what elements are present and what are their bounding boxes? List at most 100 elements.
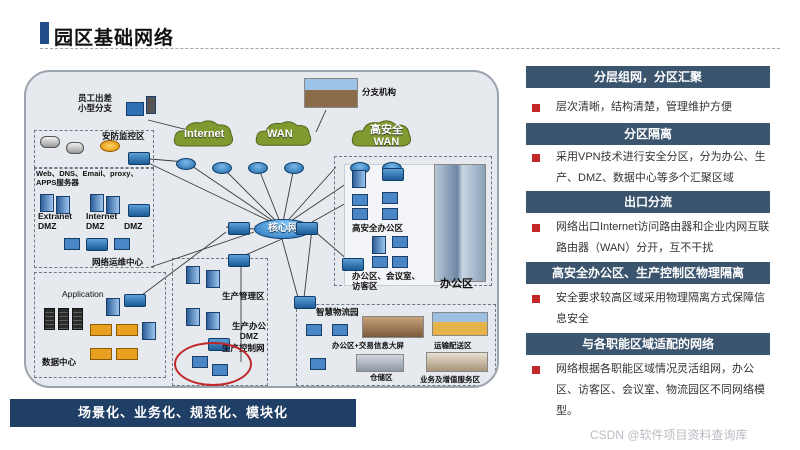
wan-router-2-icon xyxy=(284,162,304,174)
title-accent-bar xyxy=(40,22,49,44)
storage-4-icon xyxy=(116,348,138,360)
extranet-server-icon xyxy=(40,194,54,212)
ptz-camera-icon xyxy=(66,142,84,154)
prod-mgmt-server-2-icon xyxy=(206,270,220,288)
internet-server-2-icon xyxy=(106,196,120,214)
prod-mgmt-label: 生产管理区 xyxy=(222,291,265,301)
remote-worker-label: 员工出差 小型分支 xyxy=(78,93,113,113)
app-server-icon xyxy=(106,298,120,316)
office-server-1-icon xyxy=(352,170,366,188)
internet-server-icon xyxy=(90,194,104,212)
office-server-2-icon xyxy=(372,236,386,254)
business-service-label: 业务及增值服务区 xyxy=(420,375,480,384)
data-center-zone xyxy=(34,272,166,378)
rack-2-icon xyxy=(58,308,69,330)
office-pc-7-icon xyxy=(392,256,408,268)
data-center-label: 数据中心 xyxy=(42,357,77,367)
branch-label: 分支机构 xyxy=(362,87,397,97)
ops-pc-2-icon xyxy=(114,238,130,250)
office-switch-1-icon xyxy=(382,168,404,181)
camera-icon xyxy=(40,136,60,148)
extranet-server-2-icon xyxy=(56,196,70,214)
netops-center-label: 网络运维中心 xyxy=(92,257,144,267)
rack-1-icon xyxy=(44,308,55,330)
wan-cloud xyxy=(255,121,312,146)
logistics-pc-2-icon xyxy=(332,324,348,336)
office-pc-6-icon xyxy=(372,256,388,268)
application-label: Application xyxy=(62,289,104,299)
dc-switch-1-icon xyxy=(124,294,146,307)
core-switch-left-icon xyxy=(228,222,250,235)
section-4-text: 安全要求较高区域采用物理隔离方式保障信息安全 xyxy=(556,292,765,325)
warehouse-photo xyxy=(356,354,404,372)
wan-router-1-icon xyxy=(248,162,268,174)
internet-dmz-label: Internet DMZ xyxy=(86,211,118,231)
section-4-bullet xyxy=(532,295,540,303)
trading-screen-photo xyxy=(362,316,424,338)
office-pc-5-icon xyxy=(392,236,408,248)
prod-mgmt-server-icon xyxy=(186,266,200,284)
section-5-bullet xyxy=(532,366,540,374)
secure-wan-cloud xyxy=(351,120,411,147)
logistics-pc-1-icon xyxy=(306,324,322,336)
logistics-switch-icon xyxy=(294,296,316,309)
smart-logistics-label: 智慧物流园 xyxy=(316,307,359,317)
core-switch-right-icon xyxy=(296,222,318,235)
ops-pc-1-icon xyxy=(64,238,80,250)
alarm-icon xyxy=(100,140,120,152)
dmz-switch-icon xyxy=(128,204,150,217)
storage-1-icon xyxy=(90,324,112,336)
secure-wan-label: 高安全 WAN xyxy=(370,124,403,148)
service-photo xyxy=(426,352,488,372)
transport-dispatch-label: 运输配送区 xyxy=(434,341,472,350)
prod-office-server-2-icon xyxy=(206,312,220,330)
watermark: CSDN @软件项目资料查询库 xyxy=(590,428,748,442)
office-meeting-visitor-label: 办公区、会议室、 访客区 xyxy=(352,271,421,291)
wan-label: WAN xyxy=(267,128,293,140)
internet-router-2-icon xyxy=(212,162,232,174)
section-2-text: 采用VPN技术进行安全分区，分为办公、生产、DMZ、数据中心等多个汇聚区域 xyxy=(556,151,766,184)
section-1-bullet xyxy=(532,104,540,112)
dmz-servers-label: Web、DNS、Email、proxy、 APPS服务器 xyxy=(36,169,138,187)
section-2-heading: 分区隔离 xyxy=(526,123,770,145)
prod-switch-icon xyxy=(228,254,250,267)
security-monitor-zone xyxy=(34,130,154,168)
section-1-text: 层次清晰，结构清楚，管理维护方便 xyxy=(556,101,732,113)
network-diagram: Internet WAN 高安全 WAN 核心网 员工出差 小型分支 分支机构 … xyxy=(24,70,499,388)
office-pc-1-icon xyxy=(352,194,368,206)
extranet-dmz-label: Extranet DMZ xyxy=(38,211,73,231)
office-pc-3-icon xyxy=(352,208,368,220)
prod-office-dmz-label: 生产办公 DMZ xyxy=(232,321,267,341)
isolation-highlight xyxy=(174,342,252,386)
section-5-heading: 与各职能区域适配的网络 xyxy=(526,333,770,355)
section-5-text: 网络根据各职能区域情况灵活组网，办公区、访客区、会议室、物流园区不同网络模型。 xyxy=(556,363,765,417)
office-pc-4-icon xyxy=(382,208,398,220)
dmz-zone xyxy=(34,168,154,268)
storage-2-icon xyxy=(116,324,138,336)
prod-control-net-label: 生产控制网 xyxy=(222,343,265,353)
rack-3-icon xyxy=(72,308,83,330)
office-building-photo xyxy=(434,164,486,282)
section-3-bullet xyxy=(532,224,540,232)
internet-label: Internet xyxy=(184,128,225,140)
section-1-heading: 分层组网，分区汇聚 xyxy=(526,66,770,88)
section-3-heading: 出口分流 xyxy=(526,191,770,213)
warehouse-pc-icon xyxy=(310,358,326,370)
bottom-banner: 场景化、业务化、规范化、模块化 xyxy=(10,399,356,427)
section-2-bullet xyxy=(532,154,540,162)
warehouse-label: 仓储区 xyxy=(370,373,393,382)
phone-icon xyxy=(146,96,156,114)
office-switch-2-icon xyxy=(342,258,364,271)
title-divider xyxy=(40,48,780,49)
section-3-text: 网络出口Internet访问路由器和企业内网互联路由器（WAN）分开，互不干扰 xyxy=(556,221,770,254)
ops-switch-icon xyxy=(86,238,108,251)
page-title: 园区基础网络 xyxy=(54,28,175,49)
dc-server-icon xyxy=(142,322,156,340)
internet-cloud xyxy=(173,120,233,147)
internet-router-1-icon xyxy=(176,158,196,170)
section-4-heading: 高安全办公区、生产控制区物理隔离 xyxy=(526,262,770,284)
security-monitor-label: 安防监控区 xyxy=(102,131,145,141)
laptop-icon xyxy=(126,102,144,116)
office-trading-screen-label: 办公区+交易信息大屏 xyxy=(332,341,404,350)
prod-office-server-icon xyxy=(186,308,200,326)
